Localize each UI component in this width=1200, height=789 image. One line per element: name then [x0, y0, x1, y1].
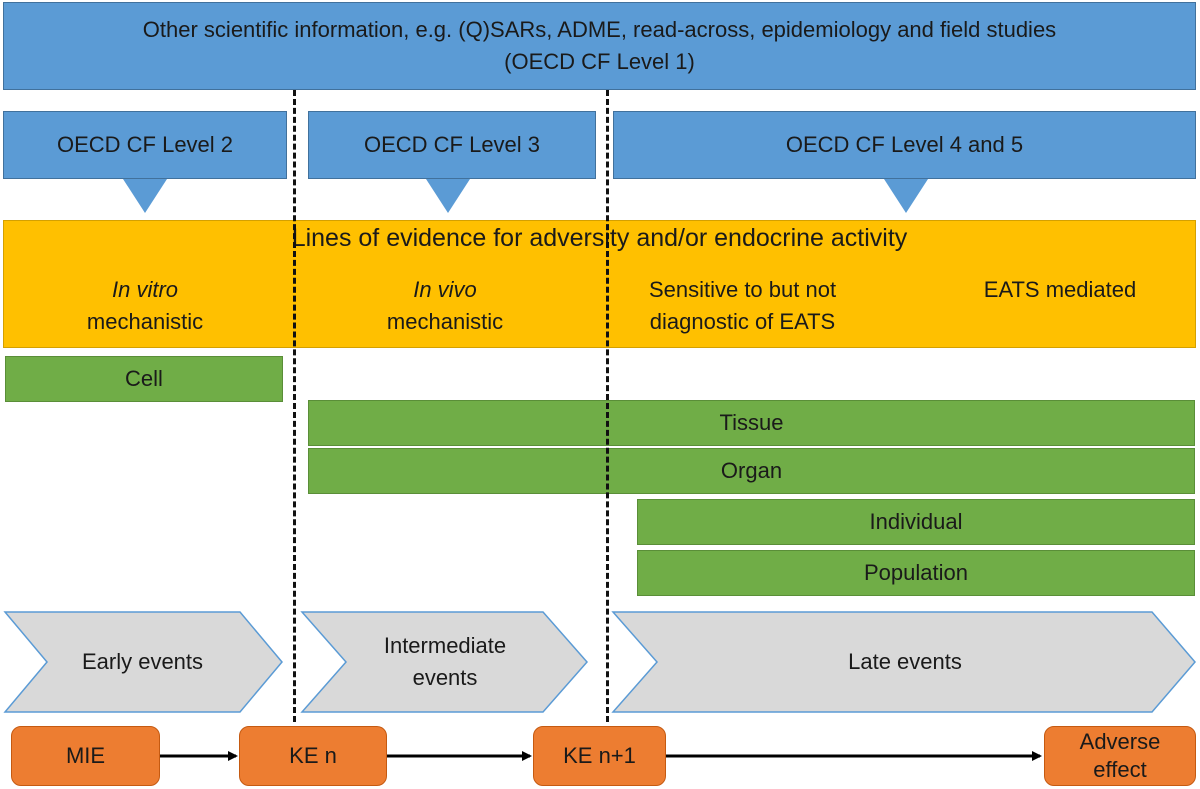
intermediate-line2: events — [412, 665, 478, 690]
lines-of-evidence-title: Lines of evidence for adversity and/or e… — [291, 224, 908, 252]
lines-of-evidence-box — [3, 220, 1196, 348]
mie-label: MIE — [65, 743, 106, 768]
sensitive-line1: Sensitive to but not — [648, 277, 837, 302]
late-events-text: Late events — [848, 649, 962, 674]
individual-label: Individual — [869, 509, 963, 534]
early-events-text: Early events — [81, 649, 204, 674]
dashed-divider-left — [293, 90, 296, 722]
organ-label: Organ — [720, 458, 783, 483]
oecd-level1-box: Other scientific information, e.g. (Q)SA… — [3, 2, 1196, 90]
in-vivo-label: In vivo — [413, 277, 477, 302]
intermediate-line1: Intermediate — [383, 633, 507, 658]
eats-mediated: EATS mediated — [940, 274, 1180, 306]
ke-n1-label: KE n+1 — [563, 743, 636, 768]
dashed-divider-right — [606, 90, 609, 722]
in-vivo-mechanistic: In vivo mechanistic — [320, 274, 570, 338]
oecd-level1-line2: (OECD CF Level 1) — [504, 49, 695, 74]
level3-down-arrow-icon — [426, 179, 470, 213]
early-events-chevron — [3, 611, 283, 713]
in-vitro-mechanistic-label: mechanistic — [86, 309, 204, 334]
population-bar: Population — [637, 550, 1195, 596]
tissue-bar: Tissue — [308, 400, 1195, 446]
tissue-organ-divider — [308, 446, 1195, 448]
eats-mediated-label: EATS mediated — [983, 277, 1137, 302]
sensitive-not-diagnostic: Sensitive to but not diagnostic of EATS — [615, 274, 870, 338]
late-events-label: Late events — [660, 612, 1150, 712]
oecd-level45-label: OECD CF Level 4 and 5 — [785, 132, 1024, 157]
early-events-label: Early events — [40, 612, 245, 712]
intermediate-events-label: Intermediate events — [340, 612, 550, 712]
cell-label: Cell — [125, 366, 163, 391]
individual-bar: Individual — [637, 499, 1195, 545]
oecd-level45-box: OECD CF Level 4 and 5 — [613, 111, 1196, 179]
adverse-line1: Adverse — [1079, 729, 1161, 754]
oecd-level2-label: OECD CF Level 2 — [56, 132, 234, 157]
tissue-label: Tissue — [719, 410, 784, 435]
organ-bar: Organ — [308, 448, 1195, 494]
level2-down-arrow-icon — [123, 179, 167, 213]
oecd-level1-line1: Other scientific information, e.g. (Q)SA… — [142, 17, 1057, 42]
oecd-level2-box: OECD CF Level 2 — [3, 111, 287, 179]
ke-n1-box: KE n+1 — [533, 726, 666, 786]
oecd-level3-box: OECD CF Level 3 — [308, 111, 596, 179]
in-vitro-mechanistic: In vitro mechanistic — [20, 274, 270, 338]
cell-bar: Cell — [5, 356, 283, 402]
late-events-chevron — [611, 611, 1196, 713]
intermediate-events-chevron — [300, 611, 588, 713]
ke-n-label: KE n — [289, 743, 337, 768]
population-label: Population — [864, 560, 968, 585]
level45-down-arrow-icon — [884, 179, 928, 213]
mie-box: MIE — [11, 726, 160, 786]
oecd-level3-label: OECD CF Level 3 — [363, 132, 541, 157]
ke-n-box: KE n — [239, 726, 387, 786]
in-vivo-mechanistic-label: mechanistic — [386, 309, 504, 334]
sensitive-line2: diagnostic of EATS — [649, 309, 836, 334]
in-vitro-label: In vitro — [111, 277, 179, 302]
adverse-effect-box: Adverse effect — [1044, 726, 1196, 786]
adverse-line2: effect — [1093, 757, 1147, 782]
